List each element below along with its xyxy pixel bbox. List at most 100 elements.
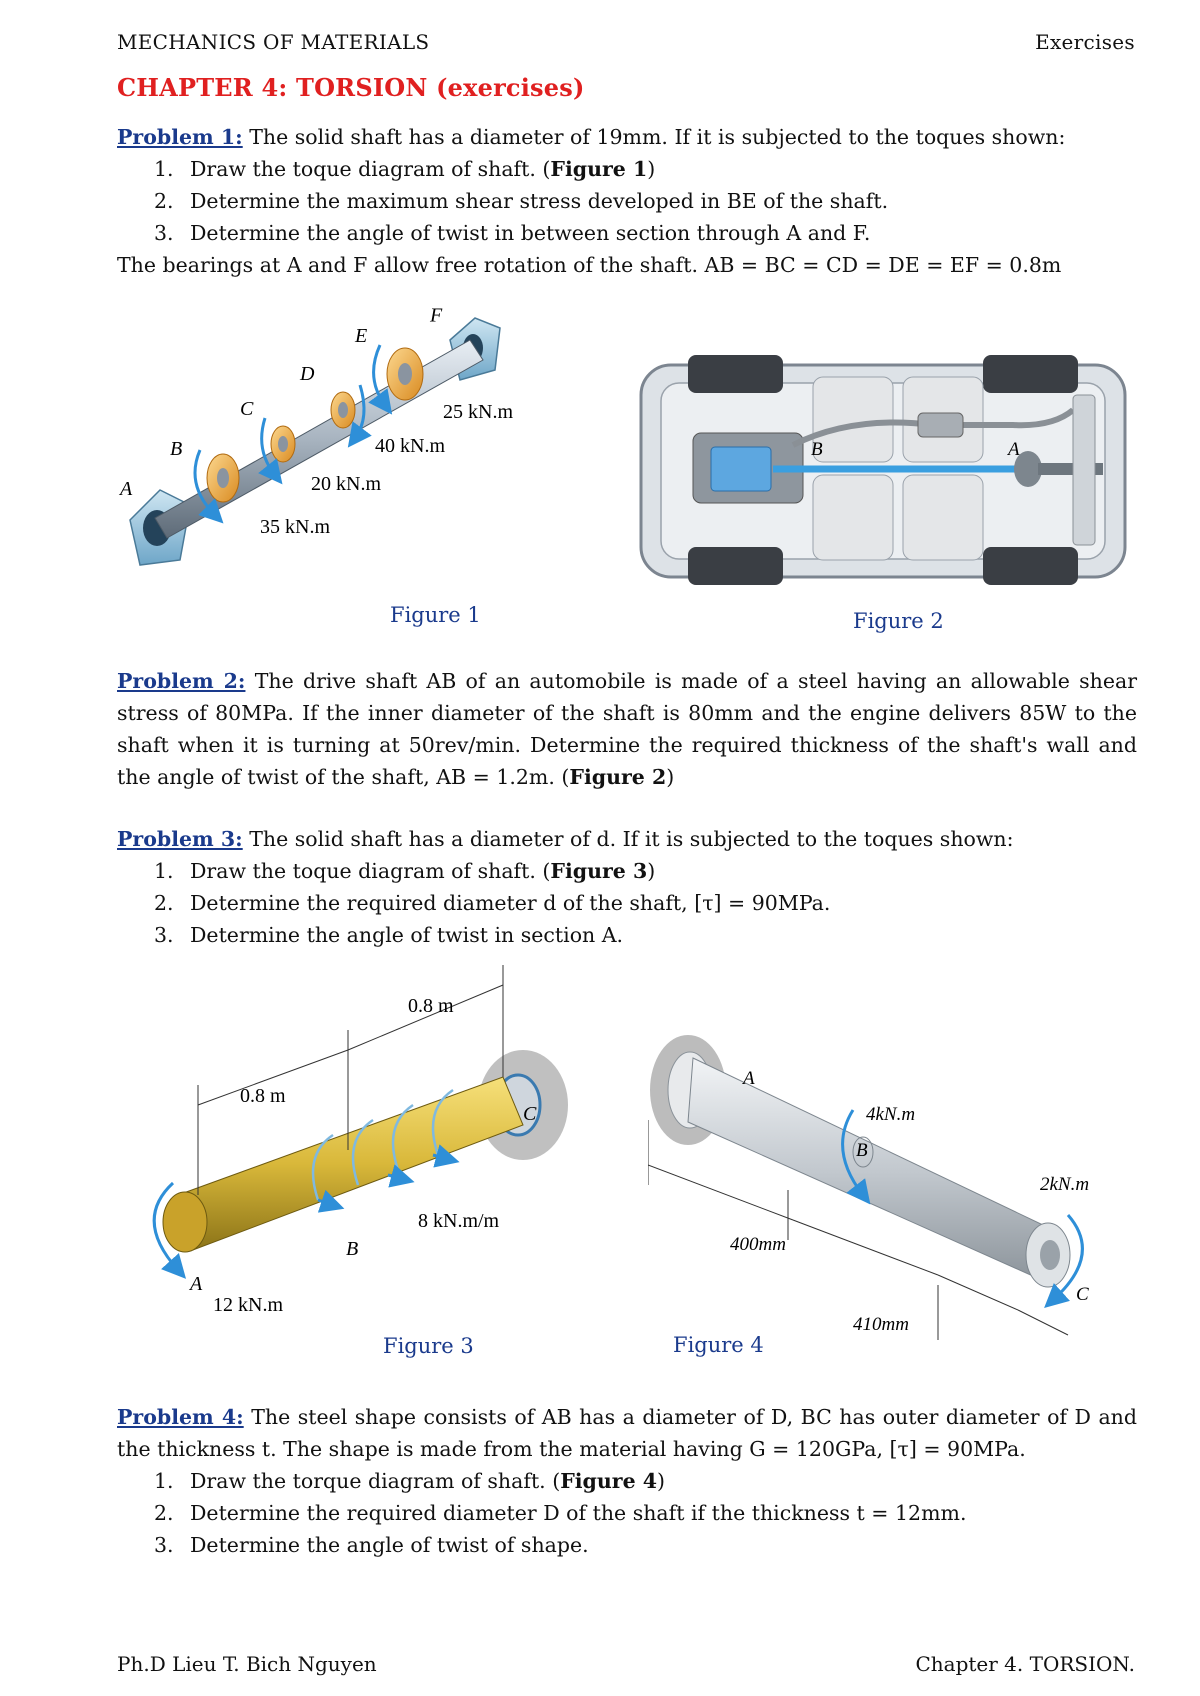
dist-torque-coil (311, 1133, 334, 1201)
label-f: F (429, 305, 443, 327)
problem-1-intro: The solid shaft has a diameter of 19mm. … (242, 125, 1066, 149)
problem-3-items: Draw the toque diagram of shaft. (Figure… (154, 855, 1137, 951)
problem-1: Problem 1: The solid shaft has a diamete… (117, 121, 1137, 281)
dim-line-1 (197, 1049, 349, 1106)
wheel-front-top (688, 355, 783, 393)
dist-torque-coil (391, 1103, 414, 1171)
fuel-tank (1072, 394, 1096, 546)
end-torque-label: 12 kN.m (213, 1294, 283, 1316)
panel (902, 474, 984, 561)
muffler (917, 412, 964, 438)
footer-left: Ph.D Lieu T. Bich Nguyen (117, 1652, 377, 1676)
figure-3-shaft: 0.8 m 0.8 m 8 kN.m/m 12 kN.m A B C (152, 965, 568, 1316)
figure-1-ref: Figure 1 (550, 157, 648, 181)
torque-arrow-d (347, 384, 372, 448)
collar-b (206, 453, 240, 503)
problem-2-label: Problem 2: (117, 669, 246, 693)
panel (812, 376, 894, 463)
section-b (852, 1136, 874, 1168)
list-item: Draw the torque diagram of shaft. (Figur… (154, 1465, 666, 1497)
wheel-rear-bottom (983, 547, 1078, 585)
dim-line-2 (347, 984, 504, 1051)
torque-label-35: 35 kN.m (260, 516, 330, 538)
dist-arrow (387, 1164, 415, 1188)
footer-right: Chapter 4. TORSION. (915, 1652, 1135, 1676)
torque-arrow-b (193, 449, 224, 524)
dim-label-2: 0.8 m (408, 995, 454, 1017)
problem-2: Problem 2: The drive shaft AB of an auto… (117, 669, 1137, 789)
figure-3-ref: Figure 3 (550, 859, 648, 883)
end-torque-arrow (152, 1181, 187, 1279)
header-right: Exercises (1035, 30, 1135, 54)
list-item: Draw the toque diagram of shaft. (Figure… (154, 153, 656, 185)
torque-label-4: 4kN.m (866, 1104, 915, 1125)
problem-4-intro: The steel shape consists of AB has a dia… (117, 1405, 1137, 1461)
list-item: Draw the toque diagram of shaft. (Figure… (154, 855, 656, 887)
hollow-bore (1040, 1240, 1060, 1270)
problem-1-label: Problem 1: (117, 125, 243, 149)
problem-2-text: The drive shaft AB of an automobile is m… (117, 669, 1137, 789)
torque-arrow-b (841, 1109, 871, 1205)
figure-2-ref: Figure 2 (569, 765, 667, 789)
torque-label-2: 2kN.m (1040, 1174, 1089, 1195)
label-d: D (299, 363, 315, 385)
problem-3: Problem 3: The solid shaft has a diamete… (117, 823, 1137, 951)
figure-2-caption: Figure 2 (853, 609, 944, 633)
label-b: B (811, 439, 823, 460)
list-item: Determine the required diameter d of the… (154, 887, 831, 919)
list-item: Determine the angle of twist of shape. (154, 1529, 589, 1561)
torque-arrow-c (258, 417, 283, 485)
dim-label-1: 0.8 m (240, 1085, 286, 1107)
label-b: B (170, 438, 182, 460)
label-c: C (523, 1103, 537, 1125)
label-e: E (354, 325, 367, 347)
collar-d (330, 391, 356, 429)
label-a: A (188, 1273, 203, 1295)
dim-line-2 (1017, 1309, 1069, 1336)
differential (1014, 451, 1042, 487)
figure-3-caption: Figure 3 (383, 1334, 474, 1358)
wheel-front-bottom (688, 547, 783, 585)
collar-c (270, 425, 296, 463)
dist-arrow (317, 1189, 345, 1213)
label-c: C (1076, 1284, 1089, 1305)
dim-line-1 (792, 1219, 939, 1276)
figure-1-caption: Figure 1 (390, 603, 481, 627)
problem-3-intro: The solid shaft has a diameter of d. If … (242, 827, 1014, 851)
problem-4-label: Problem 4: (117, 1405, 244, 1429)
figure-4-shaft: 400mm 410mm 4kN.m 2kN.m A B C (648, 1035, 1089, 1340)
dim-line-1 (648, 1164, 794, 1221)
transmission (710, 446, 772, 492)
torque-label-25: 25 kN.m (443, 401, 513, 423)
torque-label-20: 20 kN.m (311, 473, 381, 495)
torque-arrow-e (368, 344, 393, 415)
torque-arrow-c (1044, 1214, 1084, 1309)
list-item: Determine the maximum shear stress devel… (154, 185, 889, 217)
dist-torque-coil (351, 1118, 374, 1186)
dim-label-2: 410mm (853, 1314, 909, 1335)
figure-4-ref: Figure 4 (560, 1469, 658, 1493)
label-a: A (1006, 439, 1020, 460)
collar-e (386, 347, 424, 401)
label-b: B (346, 1238, 358, 1260)
shaft-end-a (162, 1191, 208, 1253)
figure-4-caption: Figure 4 (673, 1333, 764, 1357)
problem-4-items: Draw the torque diagram of shaft. (Figur… (154, 1465, 1137, 1561)
wheel-rear-top (983, 355, 1078, 393)
label-b: B (856, 1140, 868, 1161)
problem-1-note: The bearings at A and F allow free rotat… (117, 253, 1062, 277)
torque-label-40: 40 kN.m (375, 435, 445, 457)
problem-3-label: Problem 3: (117, 827, 243, 851)
panel (812, 474, 894, 561)
figure-2-car: B A (639, 355, 1127, 585)
dist-arrow (432, 1144, 460, 1168)
header-left: MECHANICS OF MATERIALS (117, 30, 430, 54)
problem-4: Problem 4: The steel shape consists of A… (117, 1401, 1137, 1561)
dim-line-2 (937, 1274, 1019, 1311)
list-item: Determine the angle of twist in between … (154, 217, 871, 249)
list-item: Determine the angle of twist in section … (154, 919, 624, 951)
problem-1-items: Draw the toque diagram of shaft. (Figure… (154, 153, 1137, 249)
dist-load-label: 8 kN.m/m (418, 1210, 500, 1232)
chapter-title: CHAPTER 4: TORSION (exercises) (117, 73, 585, 102)
label-a: A (118, 478, 133, 500)
